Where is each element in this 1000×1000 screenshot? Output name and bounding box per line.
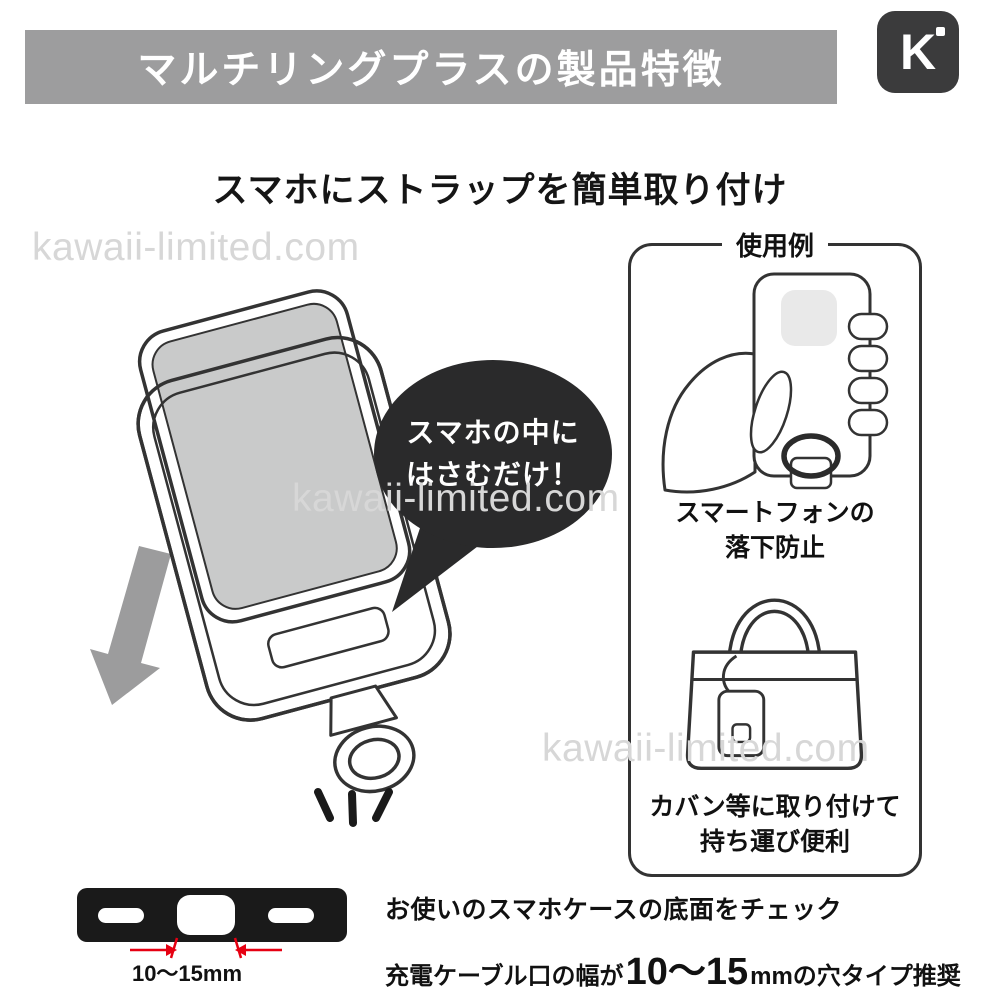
strap-tag-hole: [731, 723, 752, 744]
usage-example2-line2: 持ち運び便利: [699, 828, 850, 856]
strap-slot-right: [268, 908, 314, 923]
dimension-tick-left: [169, 937, 179, 959]
usage-example2-caption: カバン等に取り付けて 持ち運び便利: [631, 790, 919, 860]
note-line2-prefix: 充電ケーブル口の幅が: [385, 963, 624, 990]
thumb: [749, 370, 793, 454]
strap-hole-diagram: [77, 888, 347, 959]
section-title: スマホにストラップを簡単取り付け: [212, 171, 788, 210]
note-line2-suffix: mmの穴タイプ推奨: [750, 963, 961, 990]
measurement-label: 10〜15mm: [131, 961, 243, 986]
note-size-highlight: 10〜15: [625, 951, 749, 993]
phone-strap-illustration: [90, 289, 452, 827]
brand-logo-letter: K: [899, 24, 937, 80]
phone-screen: [151, 302, 398, 610]
speech-bubble-line2: はさむだけ！: [405, 459, 580, 490]
slide-direction-arrow: [90, 546, 171, 705]
strap-ring-inner: [347, 737, 401, 781]
watermark-text: kawaii-limited.com: [542, 727, 870, 770]
dimension-tick-right: [233, 937, 243, 959]
camera-module: [781, 290, 837, 346]
watermark-text: kawaii-limited.com: [292, 477, 620, 520]
strap-tab: [329, 684, 398, 737]
note-line2: 充電ケーブル口の幅が 10〜15 mmの穴タイプ推奨: [385, 940, 961, 995]
usage-example-label: 使用例: [721, 226, 829, 263]
usage-example2-line1: カバン等に取り付けて: [649, 793, 901, 821]
strap-hole-center: [177, 895, 235, 935]
hand-holding-phone-illustration: [661, 272, 889, 494]
bottom-note: お使いのスマホケースの底面をチェック 充電ケーブル口の幅が 10〜15 mmの穴…: [385, 890, 961, 995]
usage-example1-line1: スマートフォンの: [675, 499, 875, 527]
finger-2: [847, 344, 889, 373]
finger-3: [847, 376, 889, 405]
header-bar: マルチリングプラスの製品特徴: [25, 30, 837, 104]
held-phone-strap-tab: [789, 456, 833, 490]
page-title: マルチリングプラスの製品特徴: [137, 49, 725, 92]
note-line1: お使いのスマホケースの底面をチェック: [385, 896, 843, 924]
hand-palm: [661, 351, 757, 494]
bag-handle-inner: [730, 601, 819, 670]
usage-example-box: 使用例 スマートフォンの 落下防止 カバン等に取り付: [628, 226, 922, 877]
strap-card-slot: [267, 606, 390, 669]
usage-example1-caption: スマートフォンの 落下防止: [631, 496, 919, 566]
usage-example1-line2: 落下防止: [724, 534, 825, 562]
dimension-arrowhead-right: [235, 944, 246, 956]
strap-slot-left: [98, 908, 144, 923]
brand-logo-dot: [936, 27, 945, 36]
held-phone-ring: [781, 433, 841, 479]
bag-with-strap-illustration: [685, 598, 864, 771]
finger-1: [847, 312, 889, 341]
dimension-arrowhead-left: [166, 944, 177, 956]
finger-4: [847, 408, 889, 437]
speech-bubble: スマホの中に はさむだけ！: [374, 360, 612, 548]
brand-logo: K: [877, 11, 959, 93]
emphasis-marks: [314, 788, 393, 827]
watermark-text: kawaii-limited.com: [32, 226, 360, 269]
speech-bubble-line1: スマホの中に: [406, 417, 580, 448]
